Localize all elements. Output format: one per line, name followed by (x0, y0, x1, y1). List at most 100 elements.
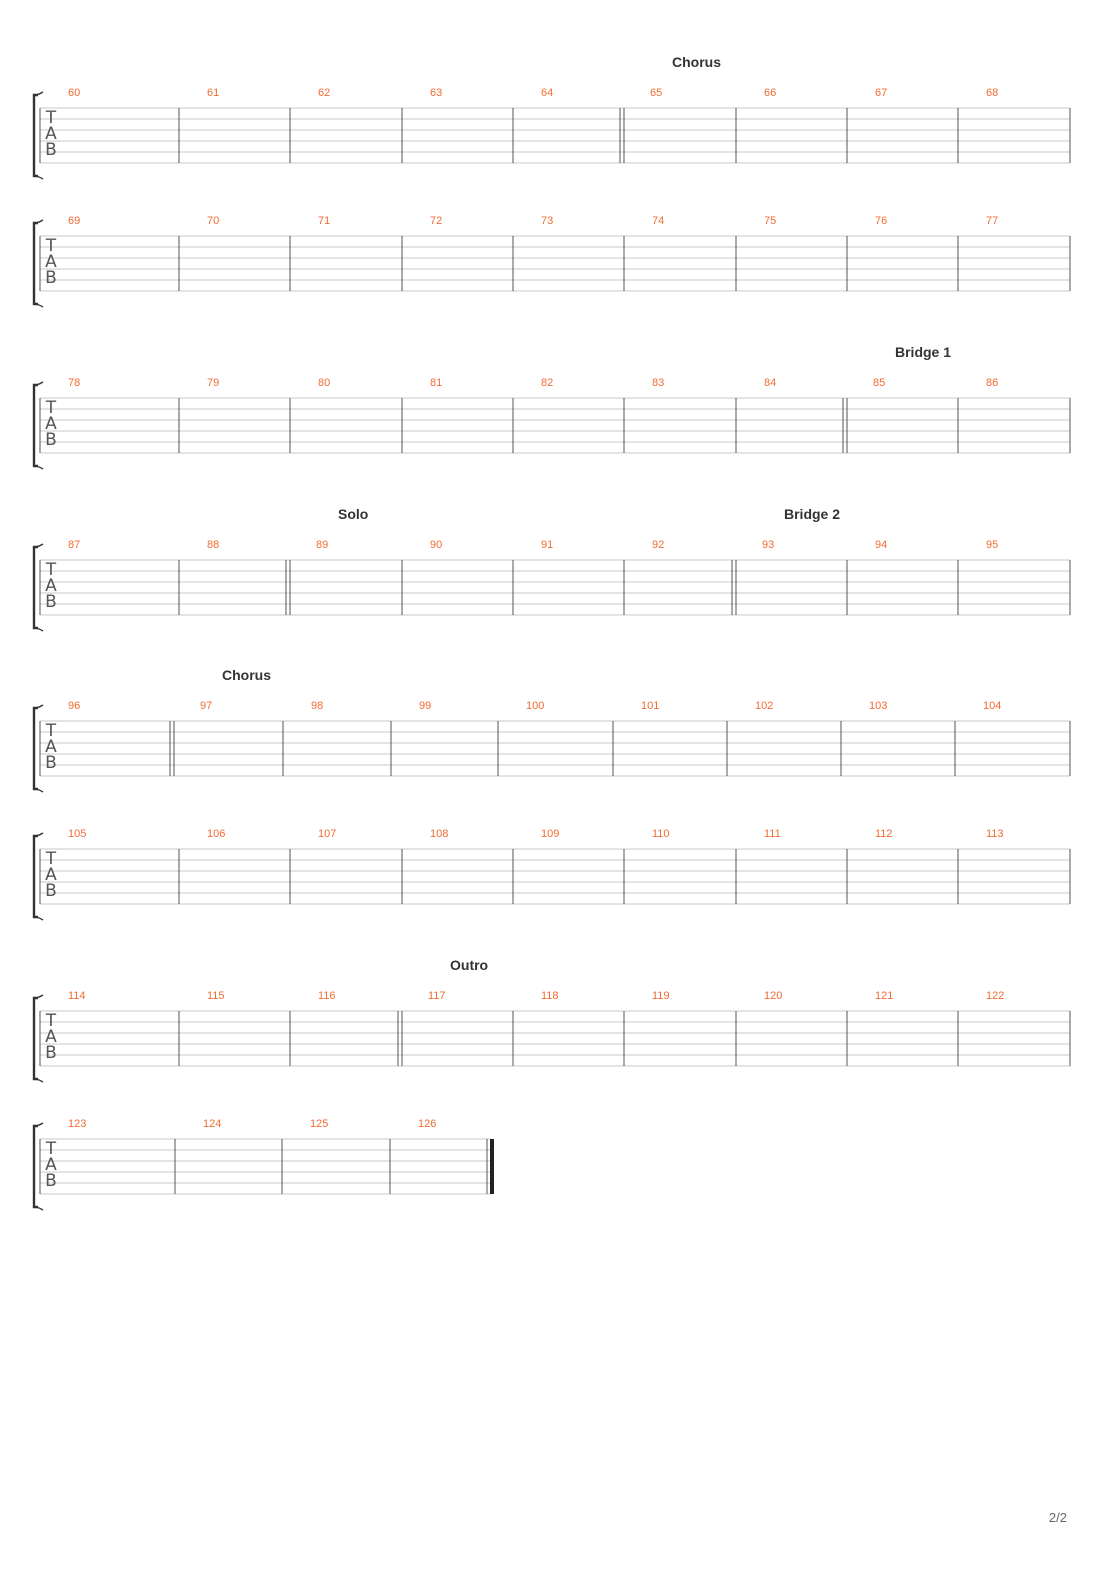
system-bracket (32, 706, 38, 791)
measure-number: 96 (68, 700, 80, 712)
measure-number: 117 (428, 990, 446, 1002)
tab-clef-letter: A (45, 1155, 57, 1175)
measure-number: 62 (318, 87, 330, 99)
measure-number: 81 (430, 377, 442, 389)
bracket-hook-top (35, 381, 44, 386)
final-barline (490, 1139, 494, 1194)
tab-clef-letter: B (45, 268, 57, 288)
measure-number: 84 (764, 377, 776, 389)
measure-number: 66 (764, 87, 776, 99)
measure-number: 105 (68, 828, 86, 840)
measure-number: 95 (986, 539, 998, 551)
section-label: Bridge 2 (784, 506, 840, 522)
measure-number: 83 (652, 377, 664, 389)
measure-number: 71 (318, 215, 330, 227)
measure-number: 97 (200, 700, 212, 712)
tab-clef-letter: B (45, 881, 57, 901)
bracket-hook-bottom (35, 303, 44, 308)
bracket-hook-top (35, 1122, 44, 1127)
measure-number: 82 (541, 377, 553, 389)
bracket-hook-top (35, 704, 44, 709)
bracket-hook-bottom (35, 788, 44, 793)
measure-number: 114 (68, 990, 86, 1002)
measure-number: 72 (430, 215, 442, 227)
measure-number: 103 (869, 700, 887, 712)
measure-number: 109 (541, 828, 559, 840)
measure-number: 112 (875, 828, 893, 840)
tab-clef-letter: A (45, 1027, 57, 1047)
measure-number: 98 (311, 700, 323, 712)
bracket-hook-bottom (35, 175, 44, 180)
system-bracket (32, 545, 38, 630)
system-bracket (32, 93, 38, 178)
tab-clef-letter: T (45, 560, 57, 580)
measure-number: 75 (764, 215, 776, 227)
measure-number: 119 (652, 990, 670, 1002)
system-bracket (32, 1124, 38, 1209)
tab-clef-letter: T (45, 1011, 57, 1031)
measure-number: 118 (541, 990, 559, 1002)
measure-number: 90 (430, 539, 442, 551)
system-bracket (32, 996, 38, 1081)
bracket-hook-bottom (35, 916, 44, 921)
tab-clef-letter: T (45, 236, 57, 256)
measure-number: 111 (764, 828, 781, 840)
measure-number: 85 (873, 377, 885, 389)
measure-number: 99 (419, 700, 431, 712)
tab-clef-letter: B (45, 140, 57, 160)
measure-number: 77 (986, 215, 998, 227)
measure-number: 89 (316, 539, 328, 551)
tab-clef-letter: B (45, 1171, 57, 1191)
measure-number: 92 (652, 539, 664, 551)
bracket-hook-top (35, 994, 44, 999)
measure-number: 80 (318, 377, 330, 389)
tab-clef-letter: B (45, 753, 57, 773)
measure-number: 115 (207, 990, 225, 1002)
bracket-hook-bottom (35, 1078, 44, 1083)
measure-number: 108 (430, 828, 448, 840)
bracket-hook-top (35, 91, 44, 96)
measure-number: 120 (764, 990, 782, 1002)
measure-number: 122 (986, 990, 1004, 1002)
page-number: 2/2 (1048, 1510, 1067, 1525)
measure-number: 94 (875, 539, 887, 551)
measure-number: 101 (641, 700, 659, 712)
measure-number: 64 (541, 87, 553, 99)
measure-number: 125 (310, 1118, 328, 1130)
measure-number: 78 (68, 377, 80, 389)
measure-number: 100 (526, 700, 544, 712)
measure-number: 67 (875, 87, 887, 99)
tab-clef-letter: T (45, 398, 57, 418)
measure-number: 73 (541, 215, 553, 227)
section-label: Outro (450, 957, 488, 973)
tab-clef-letter: T (45, 721, 57, 741)
measure-number: 74 (652, 215, 664, 227)
bracket-hook-top (35, 219, 44, 224)
tab-clef-letter: B (45, 430, 57, 450)
section-label: Solo (338, 506, 368, 522)
tab-clef-letter: A (45, 737, 57, 757)
measure-number: 113 (986, 828, 1004, 840)
measure-number: 102 (755, 700, 773, 712)
measure-number: 70 (207, 215, 219, 227)
bracket-hook-bottom (35, 627, 44, 632)
bracket-hook-bottom (35, 1206, 44, 1211)
system-bracket (32, 383, 38, 468)
measure-number: 79 (207, 377, 219, 389)
measure-number: 69 (68, 215, 80, 227)
tab-clef-letter: A (45, 865, 57, 885)
measure-number: 104 (983, 700, 1001, 712)
section-label: Chorus (672, 54, 721, 70)
measure-number: 110 (652, 828, 670, 840)
tab-clef-letter: A (45, 252, 57, 272)
measure-number: 87 (68, 539, 80, 551)
bracket-hook-bottom (35, 465, 44, 470)
tab-clef-letter: B (45, 1043, 57, 1063)
measure-number: 106 (207, 828, 225, 840)
